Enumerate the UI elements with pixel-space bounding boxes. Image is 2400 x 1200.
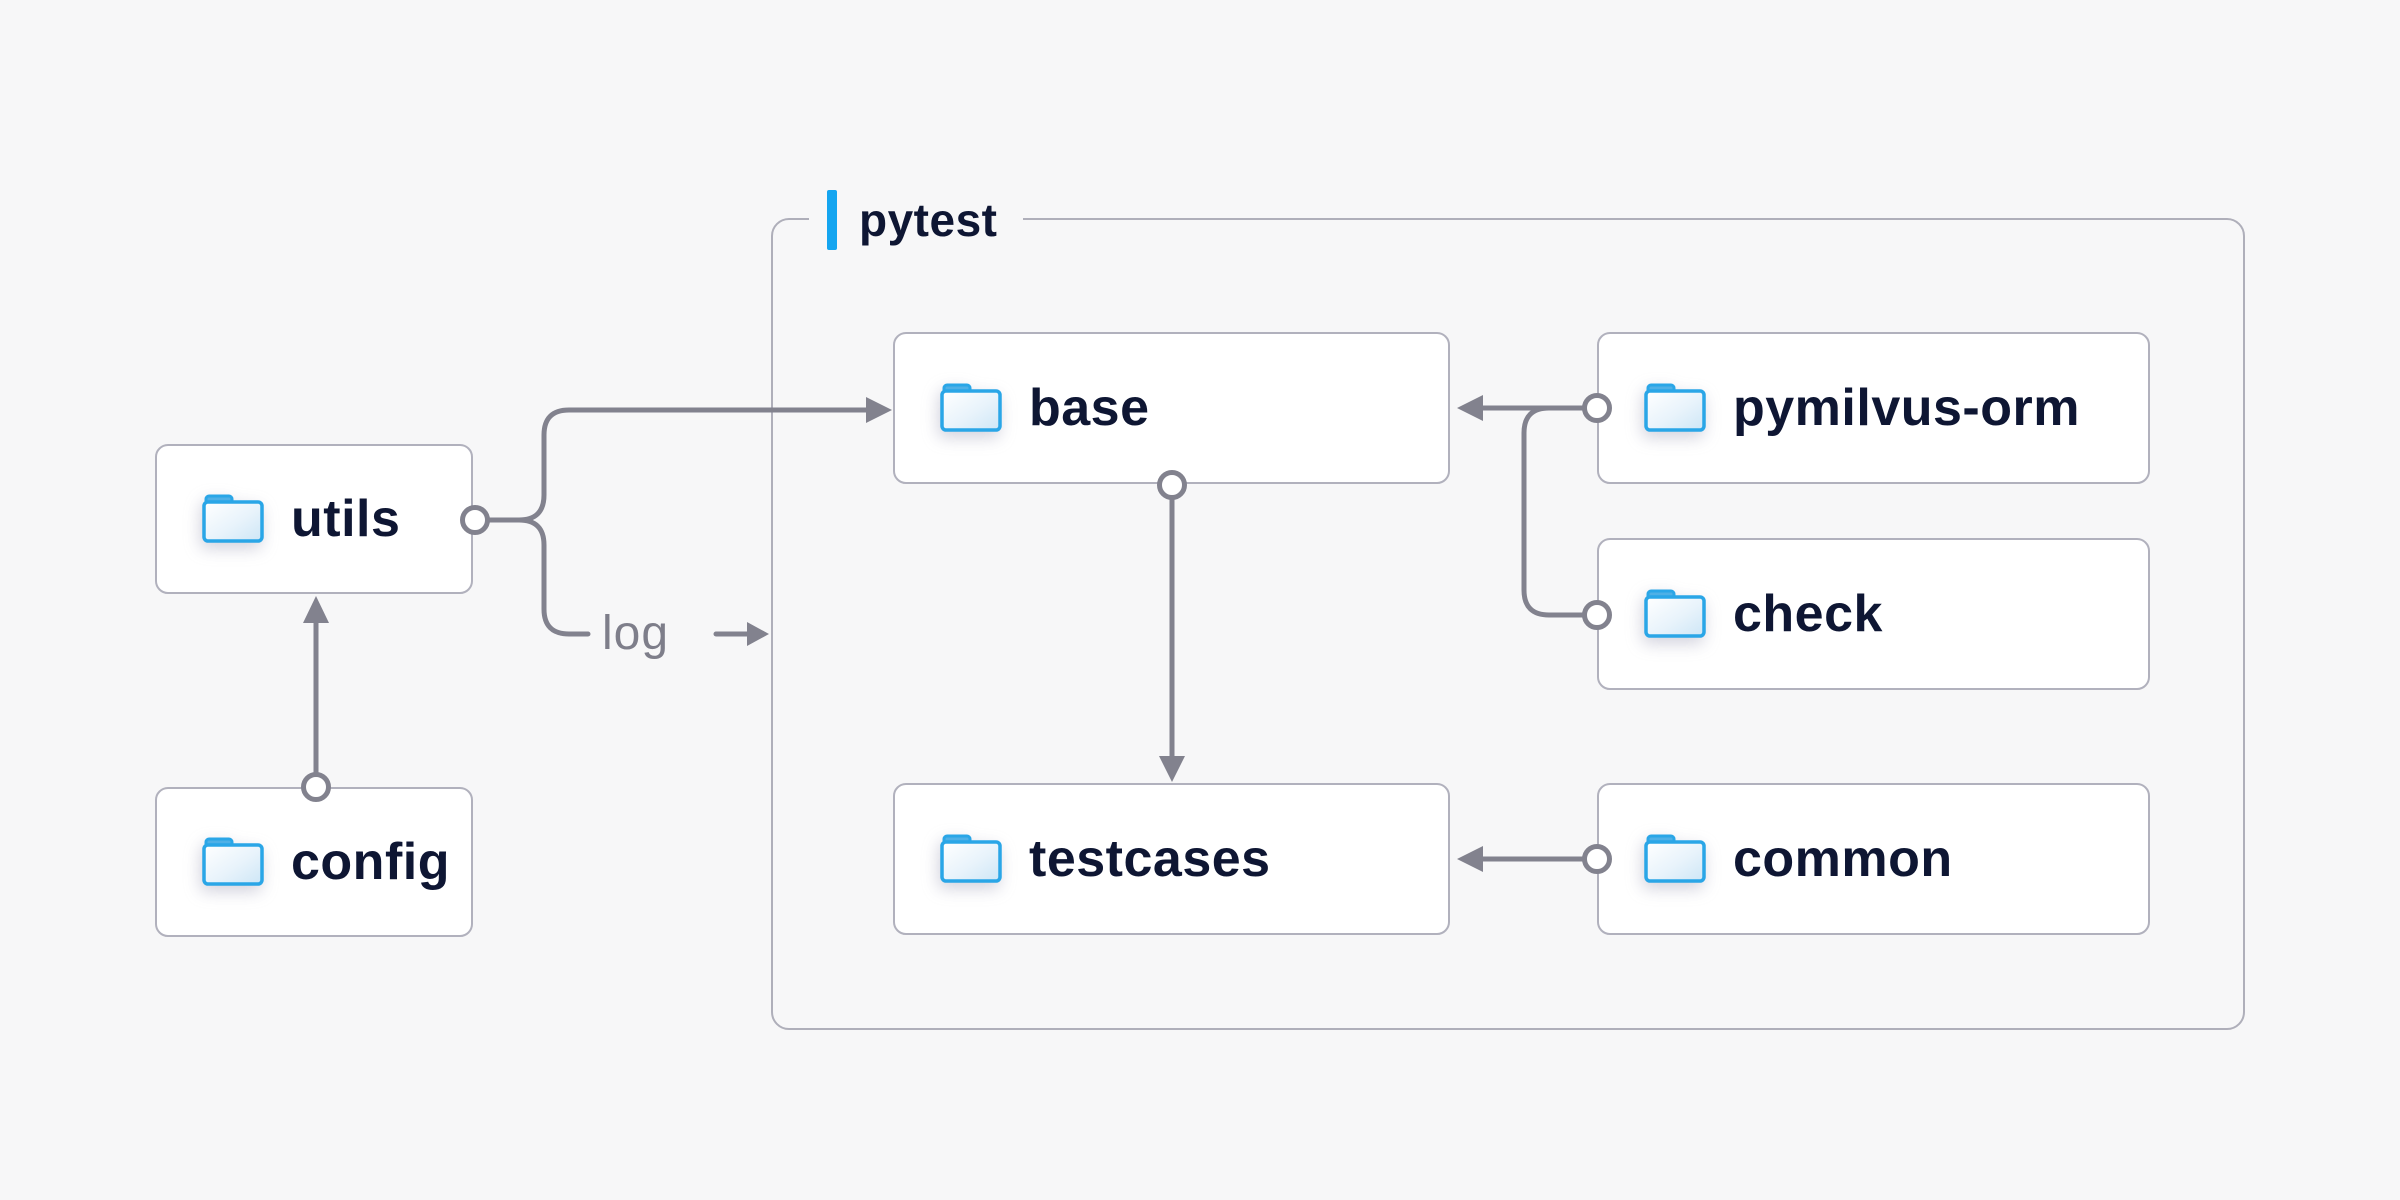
arrowhead-right	[747, 622, 769, 646]
node-common: common	[1597, 783, 2150, 935]
node-testcases: testcases	[893, 783, 1450, 935]
node-testcases-label: testcases	[1029, 830, 1271, 888]
group-pytest-label: pytest	[809, 189, 1024, 251]
folder-icon	[940, 834, 1002, 883]
folder-icon	[940, 383, 1002, 432]
folder-icon	[202, 494, 264, 543]
group-title: pytest	[859, 194, 998, 246]
node-common-label: common	[1733, 830, 1953, 888]
node-check-label: check	[1733, 585, 1883, 643]
node-pymilvus-orm-label: pymilvus-orm	[1733, 379, 2080, 437]
node-base: base	[893, 332, 1450, 484]
node-utils: utils	[155, 444, 473, 594]
group-pytest: pytest	[771, 189, 2245, 1030]
folder-icon	[202, 837, 264, 886]
node-check: check	[1597, 538, 2150, 690]
node-base-label: base	[1029, 379, 1150, 437]
folder-icon	[1644, 589, 1706, 638]
node-utils-label: utils	[291, 490, 401, 548]
folder-icon	[1644, 383, 1706, 432]
folder-icon	[1644, 834, 1706, 883]
accent-bar	[827, 190, 837, 250]
node-config-label: config	[291, 833, 450, 891]
edge-label-log: log	[602, 607, 670, 660]
arrowhead-up	[303, 596, 329, 623]
node-config: config	[155, 787, 473, 937]
node-pymilvus-orm: pymilvus-orm	[1597, 332, 2150, 484]
edge-config-to-utils	[301, 596, 331, 802]
